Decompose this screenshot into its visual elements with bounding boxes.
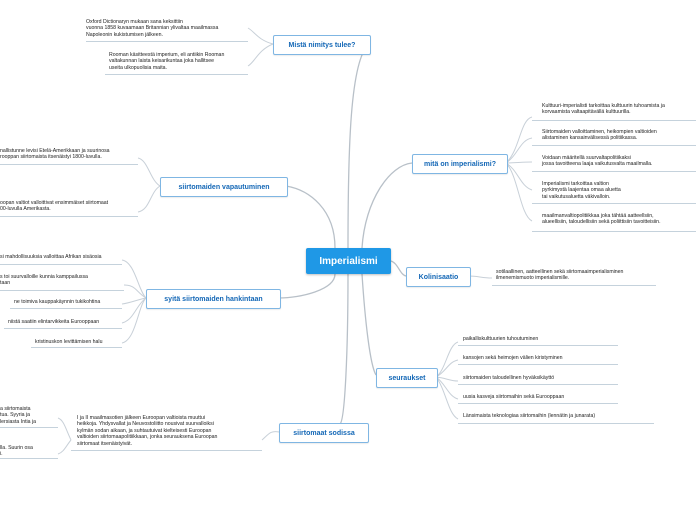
topic-mita[interactable]: mitä on imperialismi?: [412, 154, 508, 174]
note: sotilaallinen, aatteellinen sekä siirtom…: [496, 269, 624, 282]
topic-nimitys[interactable]: Mistä nimitys tulee?: [273, 35, 371, 55]
note-divider: [0, 290, 124, 291]
note-divider: [532, 171, 696, 172]
note: oopan valtiot valloittivat ensimmäiset s…: [0, 200, 109, 213]
note: paikalliskulttuurien tuhoutuminen: [463, 336, 539, 342]
link-sodissa: [339, 273, 349, 425]
note: niistä saatiin elintarvikkeita Eurooppaa…: [8, 319, 100, 325]
note-divider: [458, 423, 654, 424]
note: uusia kasveja siirtomaihin sekä Eurooppa…: [463, 394, 565, 400]
note-divider: [458, 345, 618, 346]
note: kristinuskon levittämisen halu: [35, 339, 103, 345]
note-divider: [0, 216, 138, 217]
note: I ja II maailmasotien jälkeen Euroopan v…: [77, 415, 218, 447]
note-divider: [458, 384, 618, 385]
note: Oxford Dictionaryn mukaan sana keksittii…: [86, 19, 219, 38]
note: siirtomaiden taloudellinen hyväksikäyttö: [463, 375, 555, 381]
note: s toi suurvalloille kunnia kamppailussa …: [0, 274, 88, 287]
note-divider: [0, 264, 122, 265]
note: ne toimiva kauppakäynnin tukikohtina: [14, 299, 101, 305]
link-kolinisaatio: [390, 260, 407, 277]
note: Imperialismi tarkoittaa valtion pyrkimys…: [542, 181, 621, 200]
note: Länsimaista teknologiaa siirtomaihin (le…: [463, 413, 596, 419]
note: Kulttuuri-imperialisti tarkoittaa kulttu…: [542, 103, 665, 116]
note-divider: [492, 285, 656, 286]
note: Voidaan määritellä suurvaltapolitiikaksi…: [542, 155, 653, 168]
note-divider: [10, 308, 122, 309]
note: a siirtomaista tua. Syyria ja lersiasta …: [0, 406, 37, 425]
link-seuraukset: [361, 273, 377, 376]
note: Siirtomaiden valloittaminen, heikompien …: [542, 129, 657, 142]
note: maailmanvaltiopolitiikkaa joka tähtää aa…: [542, 213, 661, 226]
note-divider: [532, 120, 696, 121]
note-divider: [458, 403, 618, 404]
note: kansojen sekä heimojen välien kiristymin…: [463, 355, 563, 361]
topic-vapautuminen[interactable]: siirtomaiden vapautuminen: [160, 177, 288, 197]
note-divider: [532, 231, 696, 232]
note: si mahdollisuuksia valloittaa Afrikan si…: [0, 254, 102, 260]
note-divider: [105, 74, 248, 75]
link-vapautuminen: [285, 185, 336, 249]
note-divider: [31, 347, 122, 348]
note-divider: [532, 203, 696, 204]
link-mita: [361, 162, 413, 249]
topic-sodissa[interactable]: siirtomaat sodissa: [279, 423, 369, 443]
note-divider: [0, 458, 58, 459]
link-nimitys: [347, 43, 370, 249]
note-divider: [4, 328, 122, 329]
note: Rooman käsitteestä imperium, eli antiiki…: [109, 52, 225, 71]
topic-seuraukset[interactable]: seuraukset: [376, 368, 438, 388]
note-divider: [86, 41, 248, 42]
topic-hankintaan[interactable]: syitä siirtomaiden hankintaan: [146, 289, 281, 309]
note: lla. Suurin osa i.: [0, 445, 33, 458]
note: nallistunne levisi Etelä-Amerikkaan ja s…: [0, 148, 110, 161]
link-hankintaan: [278, 273, 336, 299]
note-divider: [532, 145, 696, 146]
note-divider: [0, 427, 58, 428]
note-divider: [458, 364, 618, 365]
note-divider: [71, 450, 262, 451]
central-topic[interactable]: Imperialismi: [306, 248, 391, 274]
topic-kolinisaatio[interactable]: Kolinisaatio: [406, 267, 471, 287]
note-divider: [0, 164, 138, 165]
